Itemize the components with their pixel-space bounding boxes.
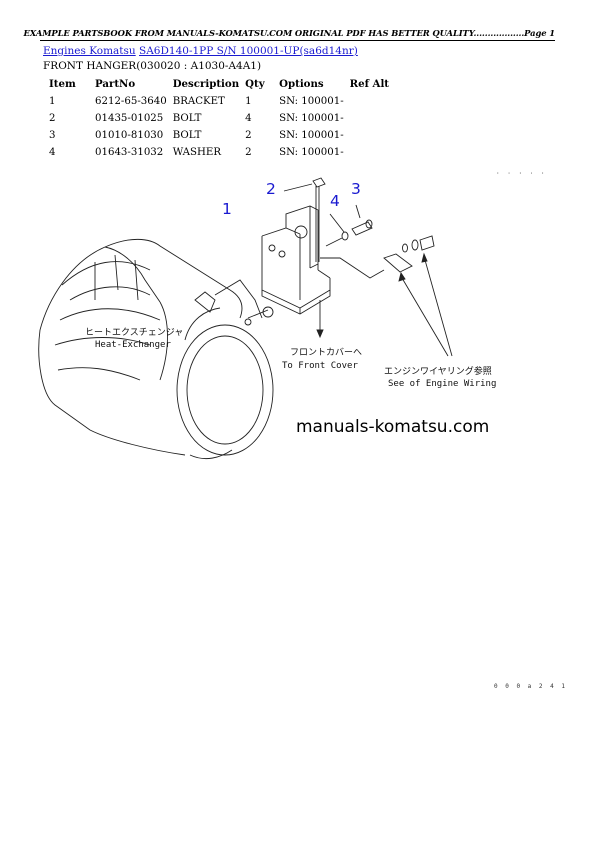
heat-exchanger-label-jp: ヒートエクスチェンジャ <box>85 328 184 338</box>
cell-item: 2 <box>49 113 56 124</box>
cell-item: 1 <box>49 96 56 107</box>
column-header-options: Options <box>279 78 324 90</box>
heat-exchanger-drawing <box>38 238 274 460</box>
front-cover-label-en: To Front Cover <box>282 361 358 371</box>
watermark: manuals-komatsu.com <box>296 417 490 437</box>
washer-bolt-3-drawing <box>325 219 373 247</box>
cell-qty: 2 <box>245 130 252 141</box>
cell-options: SN: 100001- <box>279 96 344 107</box>
wiring-clip-drawing <box>320 235 435 279</box>
callout-4: 4 <box>330 192 340 210</box>
cell-description: WASHER <box>172 147 221 158</box>
breadcrumb-link-engines[interactable]: Engines Komatsu <box>43 45 136 57</box>
column-header-description: Description <box>172 78 240 90</box>
bolt-2-drawing <box>312 177 326 262</box>
cell-partno: 01643-31032 <box>95 147 164 158</box>
cell-partno: 01010-81030 <box>95 130 164 141</box>
column-header-refalt: Ref Alt <box>349 78 390 90</box>
table-row: 1 6212-65-3640 BRACKET 1 SN: 100001- <box>43 93 392 110</box>
engine-wiring-label-jp: エンジンワイヤリング参照 <box>384 367 492 377</box>
cell-partno: 01435-01025 <box>95 113 164 124</box>
callout-1: 1 <box>222 200 232 218</box>
cell-partno: 6212-65-3640 <box>95 96 167 107</box>
front-cover-label-jp: フロントカバーへ <box>290 348 363 358</box>
callout-2: 2 <box>266 180 276 198</box>
cell-item: 3 <box>49 130 56 141</box>
column-header-partno: PartNo <box>95 78 136 90</box>
page-title: FRONT HANGER(030020 : A1030-A4A1) <box>43 60 262 72</box>
table-row: 2 01435-01025 BOLT 4 SN: 100001- <box>43 110 392 127</box>
figure-code-bottom: 0 0 0 a 2 4 1 <box>494 683 567 690</box>
heat-exchanger-label-en: Heat-Exchanger <box>95 340 171 350</box>
leader-lines <box>283 183 453 357</box>
callout-3: 3 <box>351 180 361 198</box>
cell-description: BOLT <box>172 130 202 141</box>
engine-wiring-label-en: See of Engine Wiring <box>388 379 497 389</box>
cell-options: SN: 100001- <box>279 147 344 158</box>
table-row: 3 01010-81030 BOLT 2 SN: 100001- <box>43 127 392 144</box>
breadcrumb: Engines Komatsu SA6D140-1PP S/N 100001-U… <box>43 45 358 57</box>
cell-qty: 1 <box>245 96 252 107</box>
cell-qty: 4 <box>245 113 252 124</box>
column-header-qty: Qty <box>245 78 265 90</box>
bracket-drawing <box>261 205 331 315</box>
breadcrumb-link-model[interactable]: SA6D140-1PP S/N 100001-UP(sa6d14nr) <box>139 45 358 57</box>
cell-item: 4 <box>49 147 56 158</box>
cell-qty: 2 <box>245 147 252 158</box>
table-header-row: Item PartNo Description Qty Options Ref … <box>43 75 392 93</box>
page-header: EXAMPLE PARTSBOOK FROM MANUALS-KOMATSU.C… <box>23 28 555 41</box>
figure-code-top: · · · · · <box>496 170 547 177</box>
cell-options: SN: 100001- <box>279 113 344 124</box>
cell-options: SN: 100001- <box>279 130 344 141</box>
header-text: EXAMPLE PARTSBOOK FROM MANUALS-KOMATSU.C… <box>23 28 555 38</box>
cell-description: BOLT <box>172 113 202 124</box>
parts-table: Item PartNo Description Qty Options Ref … <box>43 75 392 161</box>
cell-description: BRACKET <box>172 96 225 107</box>
column-header-item: Item <box>49 78 76 90</box>
table-row: 4 01643-31032 WASHER 2 SN: 100001- <box>43 144 392 161</box>
